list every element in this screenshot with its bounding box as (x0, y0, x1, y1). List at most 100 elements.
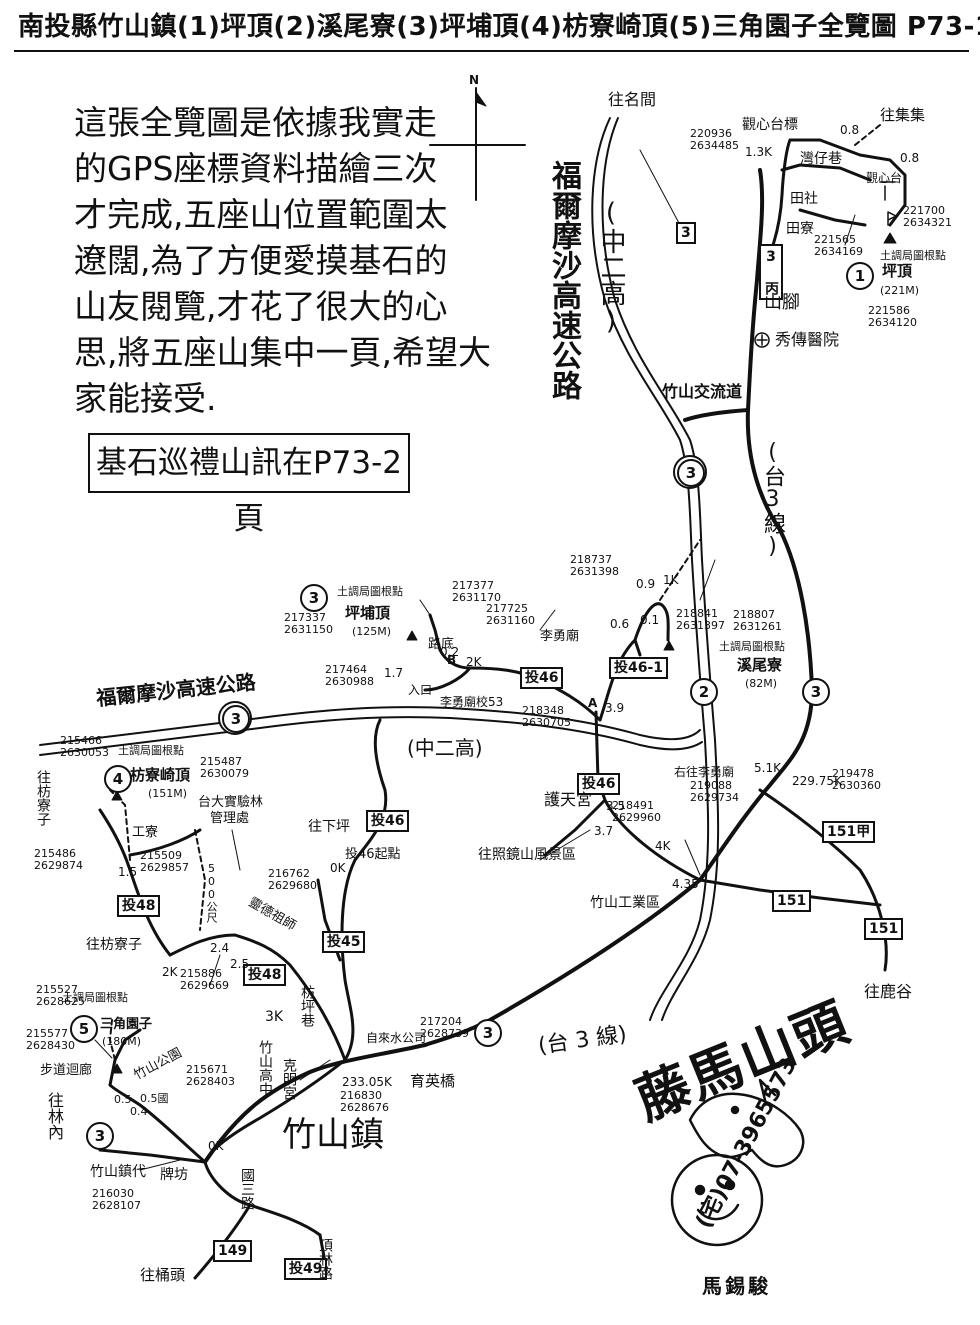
place-guanxin: 觀心台 (866, 171, 903, 185)
peak-1-number: 1 (846, 262, 874, 290)
distance-label: 0.5 (114, 1093, 132, 1106)
place-tianshe: 田社 (790, 191, 818, 207)
place-entrance: 入口 (408, 683, 433, 697)
flag-icons (475, 91, 897, 226)
distance-label: 0.1 (640, 613, 660, 627)
peak-4-type: 土調局圖根點 (118, 744, 184, 757)
freeway-road (39, 117, 720, 1021)
peak-5-name: 三角園子 (100, 1017, 153, 1032)
distance-label: 0K (208, 1139, 224, 1153)
gps-coord: 217337 2631150 (284, 611, 333, 636)
distance-label: 3.5 (606, 799, 626, 813)
route-151-shield: 151 (772, 890, 812, 912)
peak-5-type: 土調局圖根點 (62, 991, 128, 1004)
waypoint-b: B (447, 653, 457, 667)
distance-label: 2.5 (230, 957, 250, 971)
distance-label: 0.2 (440, 645, 460, 659)
route-t46-shield: 投46 (520, 667, 564, 689)
zhong2-label-west: (中二高) (407, 736, 483, 760)
route-t46-1-shield: 投46-1 (609, 657, 669, 679)
distance-label: 0.8 (900, 151, 920, 165)
place-hutian-temple: 護天宮 (544, 790, 593, 809)
gps-coord: 218348 2630705 (522, 704, 571, 729)
horse-logo-icon (670, 1078, 805, 1247)
signature: 馬錫駿 (702, 1274, 771, 1298)
peak-4-name: 枋寮崎頂 (130, 766, 191, 784)
north-label: N (469, 73, 480, 87)
peak-1-elev: (221M) (880, 284, 920, 297)
route-3-jia-shield: 3 丙 (759, 244, 783, 300)
route-t46-shield-south: 投46 (577, 773, 621, 795)
route-t46-shield-west: 投46 (366, 810, 410, 832)
route-t49-shield: 投49 (284, 1258, 328, 1280)
route-3-shield: 3 (676, 222, 696, 244)
tai3-badge-south: 3 (474, 1019, 502, 1047)
peak-1-type: 土調局圖根點 (880, 249, 946, 262)
distance-label: 0K (330, 861, 346, 875)
gps-coord: 215577 2628430 (26, 1027, 75, 1052)
distance-label: 5.1K (754, 761, 781, 775)
peak-5-number: 5 (70, 1015, 98, 1043)
place-zhushan-office: 竹山鎮代 (90, 1164, 146, 1180)
distance-label: 3K (265, 1009, 284, 1025)
place-zhushan-industrial: 竹山工業區 (590, 895, 660, 911)
place-li-yong-temple: 李勇廟 (540, 629, 580, 644)
place-shanjiao: 山腳 (764, 292, 800, 313)
gps-coord: 217464 2630988 (325, 663, 374, 688)
distance-label: 2K (466, 655, 482, 669)
place-to-jiji: 往集集 (880, 106, 926, 124)
freeway-3-badge: 3 (677, 459, 705, 487)
place-fangping-lane: 枋坪巷 (299, 985, 315, 1027)
tai3-badge: 3 (802, 678, 830, 706)
gps-coord: 215527 2628625 (36, 983, 85, 1008)
waypoint-a: A (588, 696, 598, 710)
place-lu-di: 路底 (428, 637, 455, 652)
place-zhushan-highschool: 竹山高中 (257, 1040, 273, 1096)
place-zhushan-town: 竹山鎮 (282, 1115, 384, 1155)
distance-label: 229.75K (792, 774, 842, 788)
route-t45-shield: 投45 (322, 931, 366, 953)
place-xiuchuan-hospital: 秀傳醫院 (775, 330, 840, 349)
place-to-mingjian: 往名間 (608, 90, 657, 109)
place-zero-five: 0.5國 (140, 1092, 169, 1105)
zhushan-interchange-label: 竹山交流道 (662, 382, 743, 401)
place-trail-corridor: 步道迴廊 (40, 1063, 93, 1078)
gps-coord: 219478 2630360 (832, 767, 881, 792)
freeway-3-badge-west: 3 (222, 705, 250, 733)
gps-coord: 215466 2630053 (60, 734, 109, 759)
peak-2-name: 溪尾寮 (737, 656, 783, 674)
title-underline (14, 50, 969, 52)
gps-coord: 220936 2634485 (690, 127, 739, 152)
place-wan-zi-jia: 灣仔巷 (800, 151, 842, 167)
place-li-yong-school: 李勇廟校53 (440, 695, 504, 709)
peak-2-number: 2 (690, 678, 718, 706)
gps-coord: 219088 2629734 (690, 779, 739, 804)
distance-label: 1.7 (384, 666, 404, 680)
gps-coord: 215671 2628403 (186, 1063, 235, 1088)
distance-label: 1K (663, 573, 679, 587)
gps-coord: 217725 2631160 (486, 602, 535, 627)
distance-label: 2.4 (210, 941, 230, 955)
distance-label: 500公尺 (205, 862, 218, 923)
distance-label: 1.5 (118, 865, 138, 879)
route-t48-shield-west: 投48 (117, 895, 161, 917)
place-guo3-road: 國三路 (239, 1168, 255, 1210)
distance-label: 0.4 (130, 1105, 148, 1118)
trail-dashed (109, 124, 881, 1061)
place-management: 管理處 (210, 811, 250, 826)
route-149-shield: 149 (213, 1240, 253, 1262)
distance-label: 0.8 (840, 123, 860, 137)
route-t48-shield: 投48 (243, 964, 287, 986)
gps-coord: 215486 2629874 (34, 847, 83, 872)
place-right-liyong: 右往李勇廟 (674, 765, 735, 779)
place-taida-forest: 台大實驗林 (198, 795, 264, 810)
distance-label: 0.6 (610, 617, 630, 631)
route-151-shield-south: 151 (864, 918, 904, 940)
gps-coord: 215509 2629857 (140, 849, 189, 874)
boxed-note: 基石巡禮山訊在P73-2頁 (88, 433, 410, 537)
peak-4-elev: (151M) (148, 787, 188, 800)
tai3-label-north: (台3線) (760, 440, 785, 559)
peak-1-name: 坪頂 (882, 262, 913, 280)
distance-label: 3.7 (594, 824, 614, 838)
distance-label: 1.3K (745, 145, 772, 159)
